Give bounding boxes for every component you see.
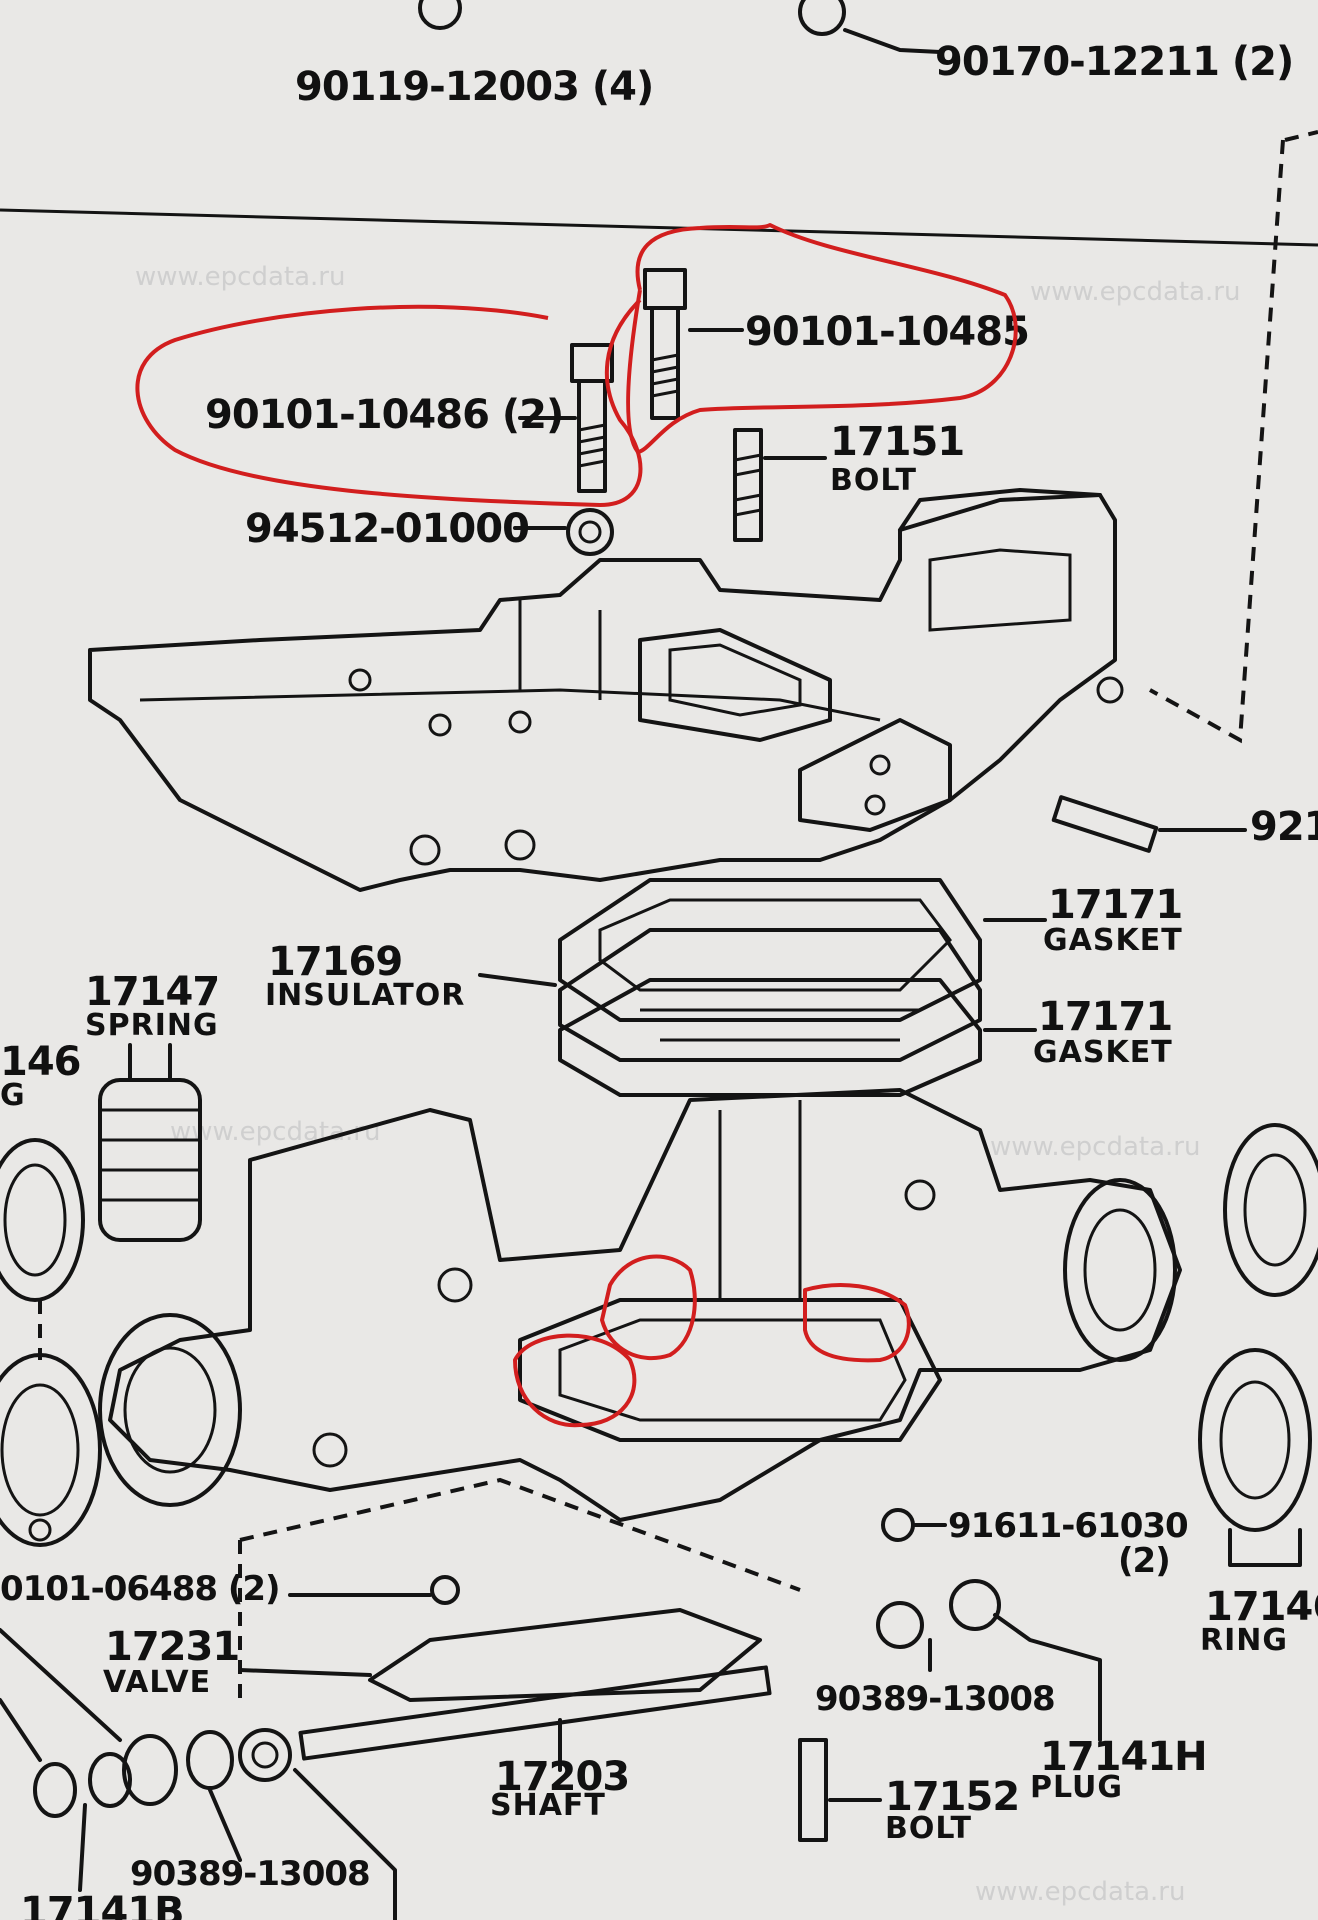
throttle-body-drawing	[28, 1088, 1182, 1542]
part-number-17152: 17152	[885, 1774, 1019, 1820]
part-qty-91611: (2)	[1118, 1541, 1170, 1581]
part-number-90389-13008-a: 90389-13008	[815, 1679, 1055, 1719]
watermark: www.epcdata.ru	[990, 1132, 1200, 1162]
part-name-insulator: INSULATOR	[265, 978, 465, 1013]
ring-146-drawing	[0, 1138, 102, 1547]
part-number-17171-lower: 17171	[1038, 994, 1172, 1040]
part-number-94512-01000: 94512-01000	[245, 506, 529, 552]
part-number-17141b: 17141B	[20, 1889, 184, 1920]
bolt-17151-drawing	[733, 428, 827, 542]
part-number-17147: 17147	[85, 969, 219, 1015]
part-name-146: G	[0, 1078, 26, 1113]
watermark: www.epcdata.ru	[975, 1877, 1185, 1907]
part-number-90101-10485: 90101-10485	[745, 309, 1029, 355]
part-number-17151: 17151	[830, 419, 964, 465]
bolt-90101-10486-drawing	[518, 343, 614, 493]
highlight-bolt-10485	[626, 223, 1018, 454]
intake-manifold-drawing	[88, 488, 1124, 892]
dashed-reference-line	[1149, 130, 1318, 744]
highlight-mount-hole-center	[600, 1254, 697, 1361]
stud-921-drawing	[1051, 795, 1247, 853]
red-highlight-annotations	[135, 223, 1018, 1428]
ring-17146-drawing	[1198, 1123, 1318, 1567]
part-number-17169: 17169	[268, 939, 402, 985]
valve-shaft-assembly-drawing	[0, 1477, 1102, 1920]
watermark: www.epcdata.ru	[135, 262, 345, 292]
spring-17147-drawing	[98, 1043, 202, 1242]
part-name-valve: VALVE	[103, 1665, 211, 1700]
bolt-90101-10485-drawing	[643, 268, 744, 420]
part-number-91611-61030: 91611-61030	[948, 1506, 1188, 1546]
watermark: www.epcdata.ru	[1030, 277, 1240, 307]
part-name-bolt-17152: BOLT	[885, 1811, 972, 1846]
top-bolt-drawing	[418, 0, 942, 54]
part-number-17171-upper: 17171	[1048, 882, 1182, 928]
highlight-mount-hole-right	[803, 1283, 911, 1363]
part-number-17146: 17146	[1205, 1584, 1318, 1630]
part-number-17141h: 17141H	[1040, 1734, 1207, 1780]
highlight-mount-hole-left	[513, 1333, 637, 1428]
highlight-bolt-10486	[135, 298, 643, 507]
part-number-90101-10486: 90101-10486 (2)	[205, 392, 563, 438]
part-name-spring: SPRING	[85, 1008, 219, 1043]
nut-91611-drawing	[881, 1508, 947, 1542]
part-name-gasket-upper: GASKET	[1043, 923, 1183, 958]
gasket-insulator-stack-drawing	[478, 878, 1047, 1097]
part-name-gasket-lower: GASKET	[1033, 1035, 1173, 1070]
part-number-146: 146	[0, 1039, 81, 1085]
part-number-90101-06488: 0101-06488 (2)	[0, 1569, 280, 1609]
callout-90119-12003: 90119-12003 (4)	[295, 64, 653, 110]
part-name-shaft: SHAFT	[490, 1788, 606, 1823]
part-number-17203: 17203	[495, 1754, 629, 1800]
section-divider-line	[0, 208, 1318, 247]
part-name-17151: BOLT	[830, 463, 917, 498]
part-name-ring: RING	[1200, 1623, 1288, 1658]
part-number-921: 921	[1250, 804, 1318, 850]
part-number-17231: 17231	[105, 1624, 239, 1670]
part-name-plug: PLUG	[1030, 1770, 1123, 1805]
callout-90170-12211: 90170-12211 (2)	[935, 39, 1293, 85]
part-number-90389-13008-b: 90389-13008	[130, 1854, 370, 1894]
nut-94512-drawing	[513, 508, 614, 556]
